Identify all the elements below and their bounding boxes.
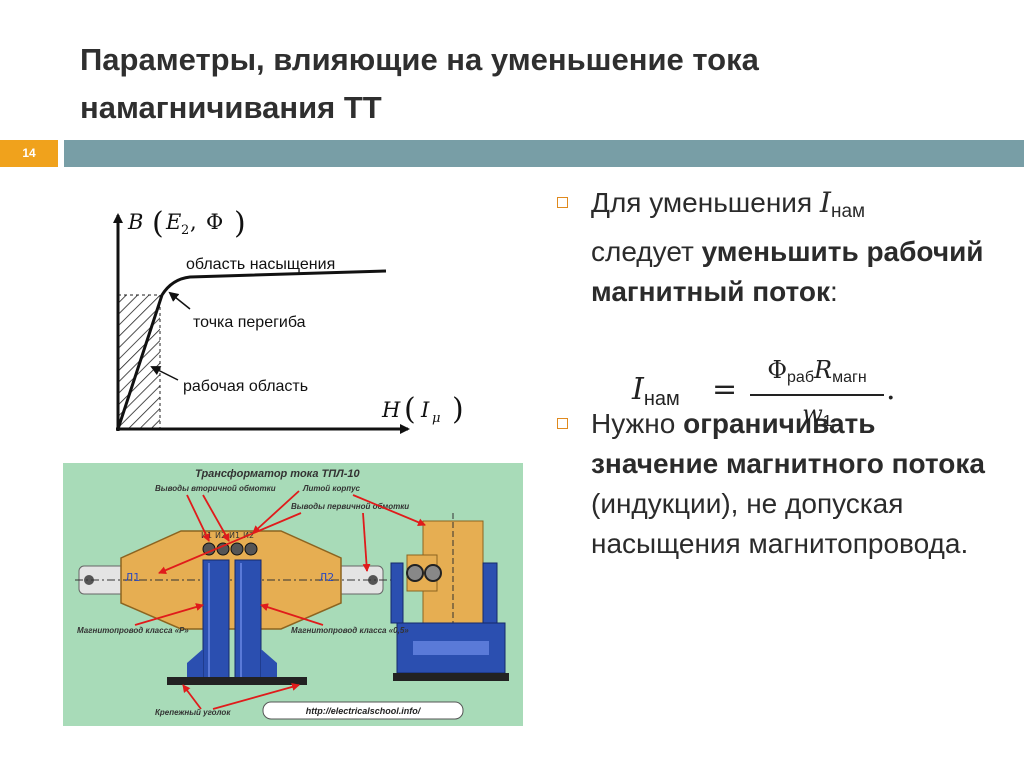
- y-label-E: E: [165, 210, 181, 234]
- bullet-2: Нужно ограничивать значение магнитного п…: [555, 404, 1005, 564]
- callout-arrows: [134, 490, 426, 710]
- label-primary-leads: Выводы первичной обмотки: [291, 502, 409, 511]
- slide-number: 14: [0, 140, 58, 167]
- y-label-phi: Φ: [206, 210, 223, 234]
- title-line-1: Параметры, влияющие на уменьшение тока: [80, 42, 759, 77]
- x-label-I-sub: μ: [432, 411, 440, 426]
- bullet-square-icon: [557, 197, 568, 208]
- label-bracket: Крепежный уголок: [155, 708, 231, 717]
- x-label-H: H: [381, 398, 401, 422]
- x-label-rparen: ): [452, 392, 464, 427]
- formula-equals: =: [712, 372, 738, 407]
- bullet-square-icon: [557, 418, 568, 429]
- formula: Iнам = ΦрабRмагн w1 .: [632, 356, 912, 436]
- terminal-s2: И2: [215, 531, 226, 540]
- core-right: [234, 559, 262, 681]
- bullet-list: Для уменьшения Iнам следует уменьшить ра…: [555, 183, 1005, 564]
- terminal-s3: И1: [229, 531, 240, 540]
- transformer-front-view: Л1 Л2 И1 И2 И1 И2: [75, 530, 393, 685]
- y-label-E-sub: 2: [181, 223, 189, 238]
- magnetization-graph: B ( E 2 , Φ ) H ( I μ ) область насыщени…: [113, 206, 464, 434]
- magnetization-curve: [116, 269, 387, 430]
- slide-title: Параметры, влияющие на уменьшение тока н…: [80, 36, 980, 132]
- bullet-1: Для уменьшения Iнам следует уменьшить ра…: [555, 183, 1005, 312]
- terminal-l1: Л1: [125, 571, 140, 584]
- formula-lhs: Iнам: [632, 372, 680, 410]
- knee-pointer: [168, 291, 191, 310]
- terminal-l2: Л2: [319, 571, 334, 584]
- formula-numerator: ΦрабRмагн: [767, 356, 867, 386]
- y-label-lparen: (: [152, 206, 164, 241]
- header-band: [64, 140, 1024, 167]
- formula-denominator: w1: [802, 400, 832, 430]
- label-core-05: Магнитопровод класса «0,5»: [291, 626, 409, 635]
- y-label-comma: ,: [190, 210, 197, 234]
- transformer-side-view: [390, 513, 509, 681]
- fraction-bar: [750, 394, 884, 396]
- transformer-illustration: Л1 Л2 И1 И2 И1 И2 Трансформатор тока ТПЛ…: [63, 463, 523, 726]
- label-cast-body: Литой корпус: [302, 484, 361, 493]
- label-secondary-leads: Выводы вторичной обмотки: [155, 484, 276, 493]
- title-line-2: намагничивания ТТ: [80, 90, 382, 125]
- working-pointer: [150, 366, 179, 381]
- y-label-rparen: ): [234, 206, 246, 241]
- url-box: [262, 701, 464, 720]
- url-text: http://electricalschool.info/: [306, 706, 422, 716]
- label-working: рабочая область: [183, 378, 308, 395]
- photo-title: Трансформатор тока ТПЛ-10: [195, 468, 361, 480]
- label-core-p: Магнитопровод класса «Р»: [77, 626, 189, 635]
- y-label-B: B: [127, 210, 143, 234]
- core-left: [202, 559, 230, 681]
- x-label-I: I: [420, 398, 430, 422]
- label-saturation: область насыщения: [186, 256, 335, 273]
- formula-period: .: [886, 372, 896, 407]
- x-label-lparen: (: [404, 392, 416, 427]
- mounting-bracket: [167, 677, 307, 685]
- label-knee: точка перегиба: [193, 314, 306, 331]
